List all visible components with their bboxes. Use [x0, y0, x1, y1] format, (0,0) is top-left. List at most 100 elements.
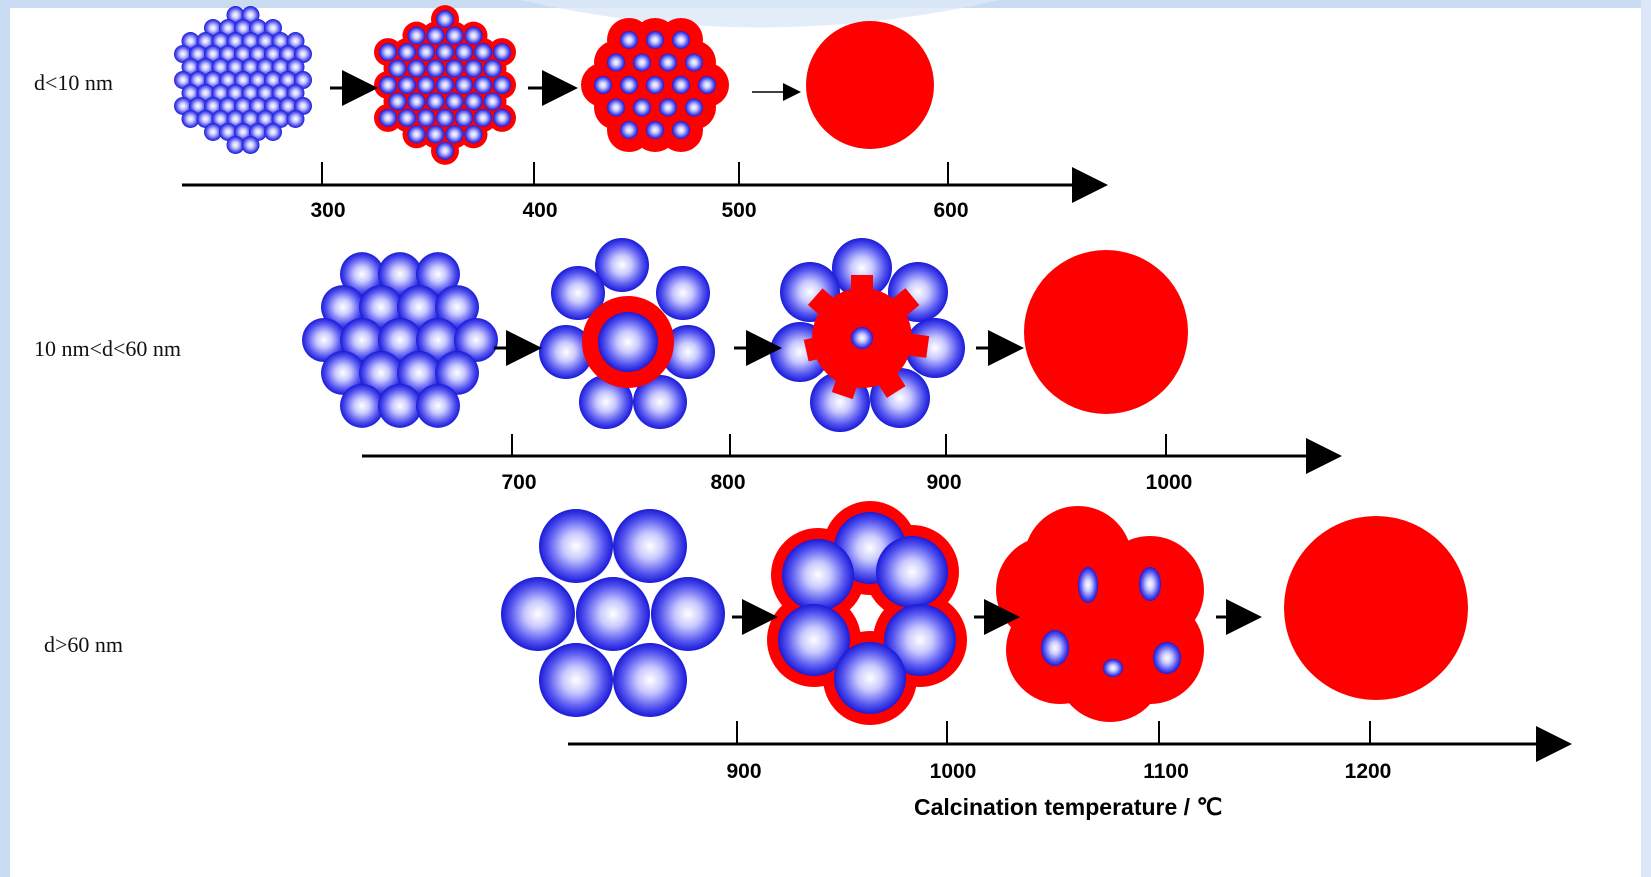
row-1-stage-2-particle [493, 76, 511, 94]
row-1-stage-3-pore [620, 76, 638, 94]
row-1-stage-2-particle [464, 92, 483, 111]
row-1-stage-3-pore [685, 98, 703, 117]
row-2-stage-1-particle [340, 318, 384, 362]
row-1-stage-1-particle [219, 45, 237, 64]
row-2-stage-1-particle [378, 252, 422, 297]
row-1-stage-2-particle [493, 43, 511, 62]
row-3-stage-1-particle [613, 643, 687, 717]
row-1-stage-1-particle [264, 45, 282, 64]
row-3-stage-1-particle [613, 509, 687, 583]
row-2-stage-2-particle [539, 325, 593, 379]
row-1-stage-1-particle [271, 83, 290, 102]
row-1-stage-3-pore [659, 53, 677, 72]
row-2-stage-2-particle [595, 238, 649, 292]
row-1-stage-2-particle [436, 10, 454, 29]
row-3-stage-3-pore [1139, 567, 1161, 601]
row-1-stage-2-particle [398, 108, 416, 127]
row-2-stage-1-particle [302, 318, 346, 362]
row-1-stage-1-particle [204, 96, 222, 115]
row-1-stage-3-pore [685, 53, 703, 72]
row-1-stage-2-particle [455, 76, 473, 94]
row-1-stage-2-particle [474, 76, 492, 94]
row-2-stage-2-particle [579, 375, 633, 429]
row-1-stage-2-particle [445, 26, 464, 45]
row-1-stage-2-particle [426, 92, 445, 111]
row-1-stage-1-particle [241, 58, 260, 77]
row-1-stage-2-particle [426, 59, 445, 78]
row-3-stage-2 [767, 501, 967, 725]
row-1-stage-1-particle [256, 58, 275, 77]
row-3-stage-3-pore [1041, 630, 1069, 666]
row-1-stage-3-pore [633, 53, 651, 72]
row-1-stage-1-particle [204, 19, 222, 38]
row-1-stage-1-particle [189, 71, 207, 89]
row-1-stage-4-dense-sphere [806, 21, 934, 149]
row-1-tick-label-1: 300 [310, 199, 345, 222]
row-1-stage-2-particle [398, 76, 416, 94]
row-2-stage-2-particle [598, 312, 658, 372]
row-1-stage-2-particle [398, 43, 416, 62]
row-2-stage-2-particle [656, 266, 710, 320]
row-1-stage-2-particle [417, 43, 435, 62]
row-1-stage-1-particle [211, 58, 230, 77]
row-3-stage-4-dense-sphere [1284, 516, 1468, 700]
row-1-stage-2-particle [464, 125, 483, 144]
row-1-stage-1-particle [174, 45, 192, 64]
row-1-stage-1-particle [241, 135, 260, 154]
row-1-stage-2-particle [474, 108, 492, 127]
row-1-stage-2-particle [388, 92, 407, 111]
row-3-diagram: 900 1000 1100 1200 [501, 501, 1572, 783]
row-1-stage-1-particle [249, 71, 267, 89]
row-1-stage-1-particle [226, 6, 245, 25]
row-1-stage-2-particle [445, 92, 464, 111]
row-1-stage-1-particle [219, 71, 237, 89]
row-1-stage-1-particle [211, 83, 230, 102]
row-1-stage-1-particle [181, 109, 200, 128]
row-3-stage-2-particle [834, 642, 906, 714]
row-3-stage-3-pore [1078, 567, 1098, 603]
row-1-label: d<10 nm [34, 70, 114, 95]
row-1-stage-3-pore [659, 98, 677, 117]
row-2-stage-1-particle [416, 383, 460, 428]
row-1-stage-1-particle [226, 109, 245, 128]
row-1-stage-3-pore [620, 30, 638, 49]
row-3-stage-2-particle [876, 536, 948, 608]
row-1-stage-3-pore [607, 98, 625, 117]
row-2-stage-1-particle [435, 350, 479, 395]
row-1-stage-1-particle [219, 19, 237, 38]
row-1-stage-1-particle [219, 122, 237, 141]
row-1-stage-2-particle [379, 108, 397, 127]
row-3-tick-label-1: 900 [726, 760, 761, 783]
row-1-stage-1-particle [196, 83, 215, 102]
row-1-tick-label-3: 500 [721, 199, 756, 222]
row-3-tick-label-4: 1200 [1345, 760, 1392, 783]
row-2-stage-1-particle [416, 252, 460, 297]
row-1-stage-1-particle [204, 122, 222, 141]
row-3-stage-1 [501, 509, 725, 717]
row-2-label: 10 nm<d<60 nm [34, 336, 182, 361]
row-2-stage-1-particle [397, 285, 441, 330]
row-1-stage-2-particle [445, 59, 464, 78]
row-1-stage-1-particle [211, 32, 230, 51]
row-1-stage-1-particle [181, 58, 200, 77]
row-1-stage-1-particle [226, 32, 245, 51]
row-1-stage-1-particle [181, 83, 200, 102]
row-1-stage-2-particle [493, 108, 511, 127]
row-2-stage-1-particle [340, 383, 384, 428]
row-1-stage-1-particle [286, 109, 305, 128]
row-3-stage-3-pore [1103, 659, 1123, 677]
row-1-stage-2-particle [455, 43, 473, 62]
row-1-stage-1-particle [294, 45, 312, 64]
row-2-stage-2 [539, 238, 715, 429]
row-1-stage-3-pore [594, 76, 612, 94]
row-1-stage-1-particle [286, 83, 305, 102]
row-1-stage-2-particle [436, 76, 454, 94]
row-1-stage-1-particle [234, 122, 252, 141]
row-1-stage-1-particle [234, 45, 252, 64]
row-1-tick-label-2: 400 [522, 199, 557, 222]
row-1-stage-2-particle [483, 59, 502, 78]
row-2-stage-1-particle [359, 285, 403, 330]
row-1-stage-1-particle [279, 45, 297, 64]
row-1-stage-2-particle [388, 59, 407, 78]
row-3-stage-3 [996, 506, 1204, 722]
